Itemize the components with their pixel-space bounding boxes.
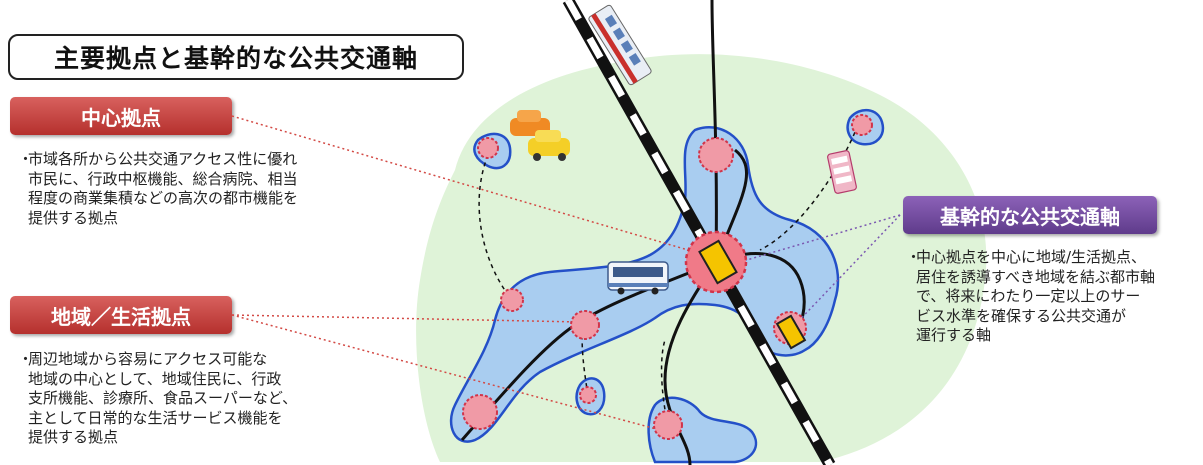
diagram-title-box: 主要拠点と基幹的な公共交通軸	[8, 34, 464, 80]
central-station	[698, 239, 738, 285]
center-hub-desc-line: 市域各所から公共交通アクセス性に優れ	[28, 150, 298, 168]
center-hub-description: ・市域各所から公共交通アクセス性に優れ 市民に、行政中枢機能、総合病院、相当 程…	[18, 150, 299, 227]
access-line	[759, 124, 859, 251]
diagram-title: 主要拠点と基幹的な公共交通軸	[53, 44, 418, 73]
transit-axis-desc-line: ビス水準を確保する公共交通が	[916, 306, 1127, 325]
local-hub-desc-line: 提供する拠点	[28, 428, 119, 446]
tram-icon	[827, 150, 857, 194]
train-icon	[588, 4, 652, 86]
local-hub-desc-line: 主として日常的な生活サービス機能を	[28, 408, 283, 427]
local-hub-description: ・周辺地域から容易にアクセス可能な 地域の中心として、地域住民に、行政 支所機能…	[18, 350, 298, 446]
local-hub-desc-line: 支所機能、診療所、食品スーパーなど、	[28, 389, 298, 407]
transit-axis-desc-line: で、将来にわたり一定以上のサー	[916, 287, 1141, 305]
railway-line	[562, 0, 836, 465]
center-hub-label-text: 中心拠点	[81, 105, 161, 130]
transit-axis-description: ・中心拠点を中心に地域/生活拠点、 居住を誘導すべき地域を結ぶ都市軸 で、将来に…	[906, 248, 1155, 344]
stations	[698, 239, 807, 350]
transit-line-south	[663, 261, 718, 465]
local-hub	[579, 386, 597, 404]
center-hub-desc-line: 提供する拠点	[28, 208, 119, 227]
transit-axis-desc-line: 居住を誘導すべき地域を結ぶ都市軸	[916, 267, 1155, 286]
local-hubs	[462, 114, 873, 440]
transit-axis-desc-line: 中心拠点を中心に地域/生活拠点、	[916, 248, 1147, 266]
transit-axis-label-text: 基幹的な公共交通軸	[940, 204, 1120, 229]
center-hub-desc-line: 程度の商業集積などの高次の都市機能を	[28, 189, 299, 207]
hub-leader-lines	[231, 115, 706, 431]
center-hub-desc-line: 市民に、行政中枢機能、総合病院、相当	[28, 169, 298, 188]
center-hub-label: 中心拠点	[10, 97, 232, 135]
local-hub	[698, 137, 734, 173]
local-hub-desc-line: 周辺地域から容易にアクセス可能な	[28, 350, 268, 368]
local-hub	[570, 310, 600, 340]
access-line	[478, 154, 513, 301]
local-hub-desc-line: 地域の中心として、地域住民に、行政	[28, 369, 282, 388]
transit-axis-desc-line: 運行する軸	[916, 326, 992, 344]
car-icon	[510, 110, 570, 161]
local-hub	[851, 114, 873, 136]
axis-leader-lines	[739, 214, 901, 331]
bus-icon	[607, 261, 669, 295]
local-hub	[477, 137, 499, 159]
local-hub	[462, 394, 498, 430]
access-line	[581, 324, 589, 396]
local-hub-label: 地域／生活拠点	[10, 296, 232, 334]
transit-line-north	[710, 0, 718, 261]
local-hub-label-text: 地域／生活拠点	[51, 304, 191, 329]
local-hub	[500, 288, 524, 312]
local-hub	[653, 410, 683, 440]
secondary-station	[775, 314, 807, 350]
transit-axis-label: 基幹的な公共交通軸	[903, 196, 1157, 234]
